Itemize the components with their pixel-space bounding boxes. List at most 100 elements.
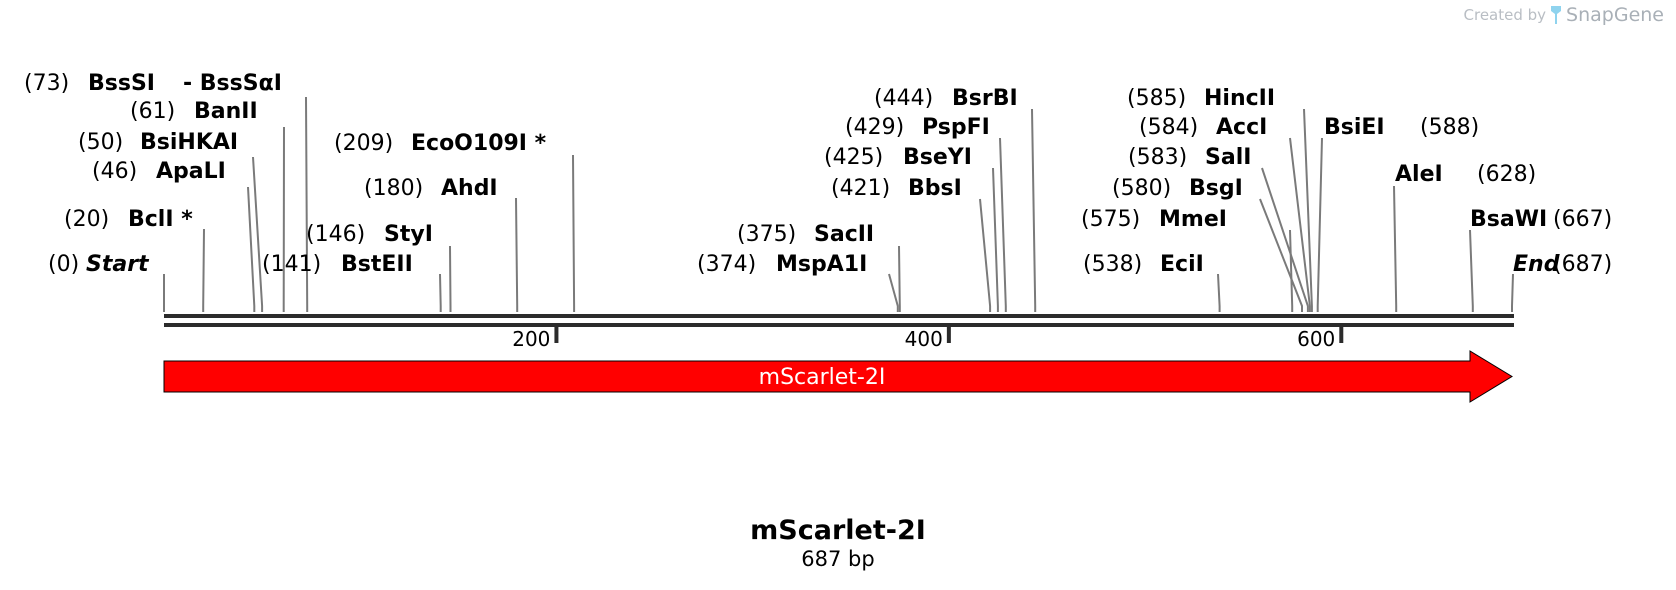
site-leader-bsteii <box>439 273 442 312</box>
snapgene-credit: Created by SnapGene <box>1464 4 1664 26</box>
site-name: BbsI <box>908 176 962 201</box>
site-position: (425) <box>824 145 883 170</box>
site-leader-ahdi <box>515 197 519 312</box>
site-bseyi[interactable]: (425) BseYI <box>824 145 972 170</box>
site-leader-bsiei <box>1316 137 1323 312</box>
site-position: (585) <box>1127 86 1186 111</box>
site-ecoo109i[interactable]: (209)EcoO109I * <box>334 131 547 156</box>
site-position: (588) <box>1420 115 1479 140</box>
site-leader-alei <box>1393 185 1398 312</box>
site-bsteii[interactable]: (141)BstEII <box>262 252 413 277</box>
site-position: (141) <box>262 252 321 277</box>
site-ecii[interactable]: (538)EciI <box>1083 252 1204 277</box>
site-position: (146) <box>306 222 365 247</box>
site-position: (421) <box>831 176 890 201</box>
feature-mscarlet-2i[interactable]: mScarlet-2I <box>163 350 1513 403</box>
site-position: (575) <box>1081 207 1140 232</box>
site-hincii[interactable]: (585) HincII <box>1127 86 1275 111</box>
sequence-length: 687 bp <box>801 547 874 571</box>
site-bsrbi[interactable]: (444) BsrBI <box>874 86 1018 111</box>
site-mmei[interactable]: (575) MmeI <box>1081 207 1227 232</box>
leader-lines <box>163 96 1514 312</box>
site-name: BseYI <box>903 145 972 170</box>
site-name: BsiEI <box>1324 115 1385 140</box>
site-name: BclI * <box>128 207 193 232</box>
site-leader-mmei <box>1289 229 1294 312</box>
site-leader-acci <box>1289 137 1311 312</box>
dna-backbone <box>164 314 1514 327</box>
site-position: (180) <box>364 176 423 201</box>
credit-brand: SnapGene <box>1566 4 1664 26</box>
site-acci[interactable]: (584)AccI <box>1139 115 1267 140</box>
site-leader-bsrbi <box>1031 108 1037 312</box>
site-position: (0) <box>48 252 79 277</box>
site-position: (73) <box>24 71 69 96</box>
site-name: SalI <box>1205 145 1251 170</box>
site-banii[interactable]: (61) BanII <box>130 99 258 124</box>
site-name: MspA1I <box>776 252 867 277</box>
site-position: (209) <box>334 131 393 156</box>
site-name: BsiHKAI <box>140 130 238 155</box>
site-position: (687) <box>1553 252 1612 277</box>
sequence-title: mScarlet-2I <box>750 515 926 546</box>
site-pspfi[interactable]: (429) PspFI <box>845 115 990 140</box>
site-bsiei[interactable]: BsiEI (588) <box>1324 115 1479 140</box>
site-name: BssSI <box>88 71 155 96</box>
site-start[interactable]: (0) Start <box>48 252 150 277</box>
site-leader-pspfi <box>999 137 1007 312</box>
site-leader-bsihkai <box>252 156 264 312</box>
site-position: (583) <box>1128 145 1187 170</box>
site-name: BanII <box>194 99 258 124</box>
site-bsgi[interactable]: (580) BsgI <box>1112 176 1243 201</box>
site-name: BsrBI <box>952 86 1018 111</box>
site-name: BsaWI <box>1470 207 1547 232</box>
site-position: (61) <box>130 99 175 124</box>
site-position: (444) <box>874 86 933 111</box>
site-leader-bbsi <box>979 198 992 312</box>
site-apali[interactable]: (46) ApaLI <box>92 159 226 184</box>
site-end[interactable]: End(687) <box>1513 252 1612 277</box>
credit-prefix: Created by <box>1463 6 1547 24</box>
site-leader-mspa1i <box>888 273 899 312</box>
site-leader-apali <box>247 186 256 312</box>
site-leader-bsgi <box>1259 198 1303 312</box>
site-name: ApaLI <box>156 159 226 184</box>
site-leader-end <box>1511 273 1514 312</box>
site-bsihkai[interactable]: (50) BsiHKAI <box>78 130 238 155</box>
site-styi[interactable]: (146) StyI <box>306 222 433 247</box>
site-name: HincII <box>1204 86 1275 111</box>
site-position: (628) <box>1477 162 1536 187</box>
site-name: PspFI <box>922 115 990 140</box>
site-name: Start <box>86 252 150 277</box>
site-bbsi[interactable]: (421) BbsI <box>831 176 962 201</box>
site-position: (538) <box>1083 252 1142 277</box>
site-alei[interactable]: AleI(628) <box>1395 162 1536 187</box>
site-leader-ecoo109i <box>572 154 576 312</box>
site-bcli[interactable]: (20) BclI * <box>64 207 193 232</box>
site-bsssi[interactable]: (73) BssSI - BssSαI <box>24 71 282 96</box>
site-name: MmeI <box>1159 207 1227 232</box>
site-position: (375) <box>737 222 796 247</box>
site-leader-sacii <box>898 245 901 312</box>
site-name: BsgI <box>1189 176 1243 201</box>
site-position: (667) <box>1553 207 1612 232</box>
site-position: (580) <box>1112 176 1171 201</box>
site-alt-name: - BssSαI <box>183 71 282 96</box>
ruler-tick-label: 200 <box>512 327 550 351</box>
site-sacii[interactable]: (375)SacII <box>737 222 874 247</box>
feature-arrow[interactable] <box>163 350 1513 403</box>
site-position: (46) <box>92 159 137 184</box>
site-mspa1i[interactable]: (374)MspA1I <box>697 252 867 277</box>
site-leader-bsawi <box>1469 229 1474 312</box>
site-ahdi[interactable]: (180)AhdI <box>364 176 498 201</box>
site-sali[interactable]: (583) SalI <box>1128 145 1251 170</box>
site-leader-bcli <box>202 228 205 312</box>
site-name: StyI <box>384 222 433 247</box>
site-leader-styi <box>449 245 452 312</box>
site-leader-bseyi <box>992 167 999 312</box>
site-position: (429) <box>845 115 904 140</box>
site-position: (50) <box>78 130 123 155</box>
site-bsawi[interactable]: BsaWI(667) <box>1470 207 1612 232</box>
site-position: (20) <box>64 207 109 232</box>
